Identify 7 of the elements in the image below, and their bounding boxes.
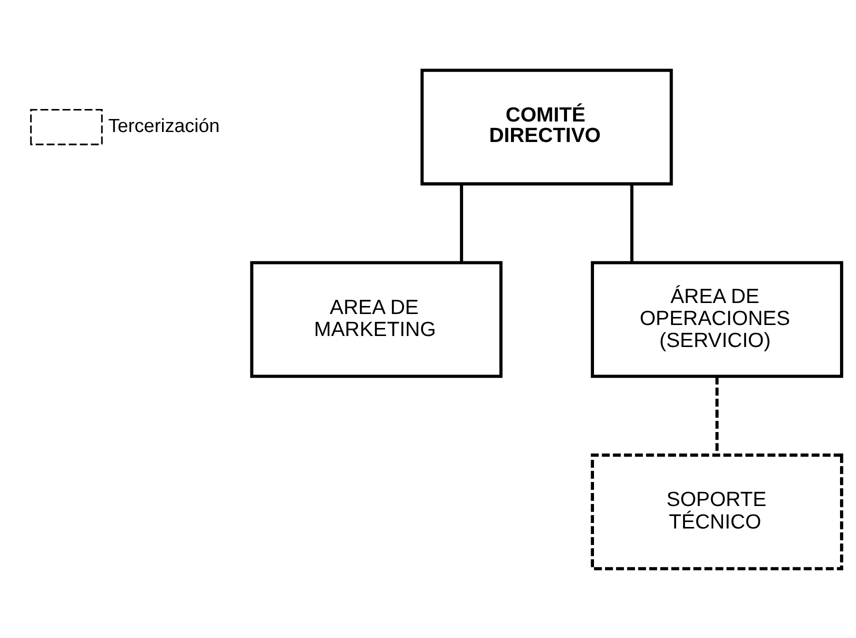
node-box: ÁREA DE OPERACIONES (SERVICIO) bbox=[590, 260, 844, 378]
legend-label: Tercerización bbox=[108, 115, 220, 136]
node-box: COMITÉ DIRECTIVO bbox=[420, 68, 673, 185]
connector bbox=[630, 184, 634, 262]
node-box: SOPORTE TÉCNICO bbox=[590, 453, 844, 570]
node-box: AREA DE MARKETING bbox=[250, 260, 503, 378]
connector bbox=[460, 184, 464, 262]
